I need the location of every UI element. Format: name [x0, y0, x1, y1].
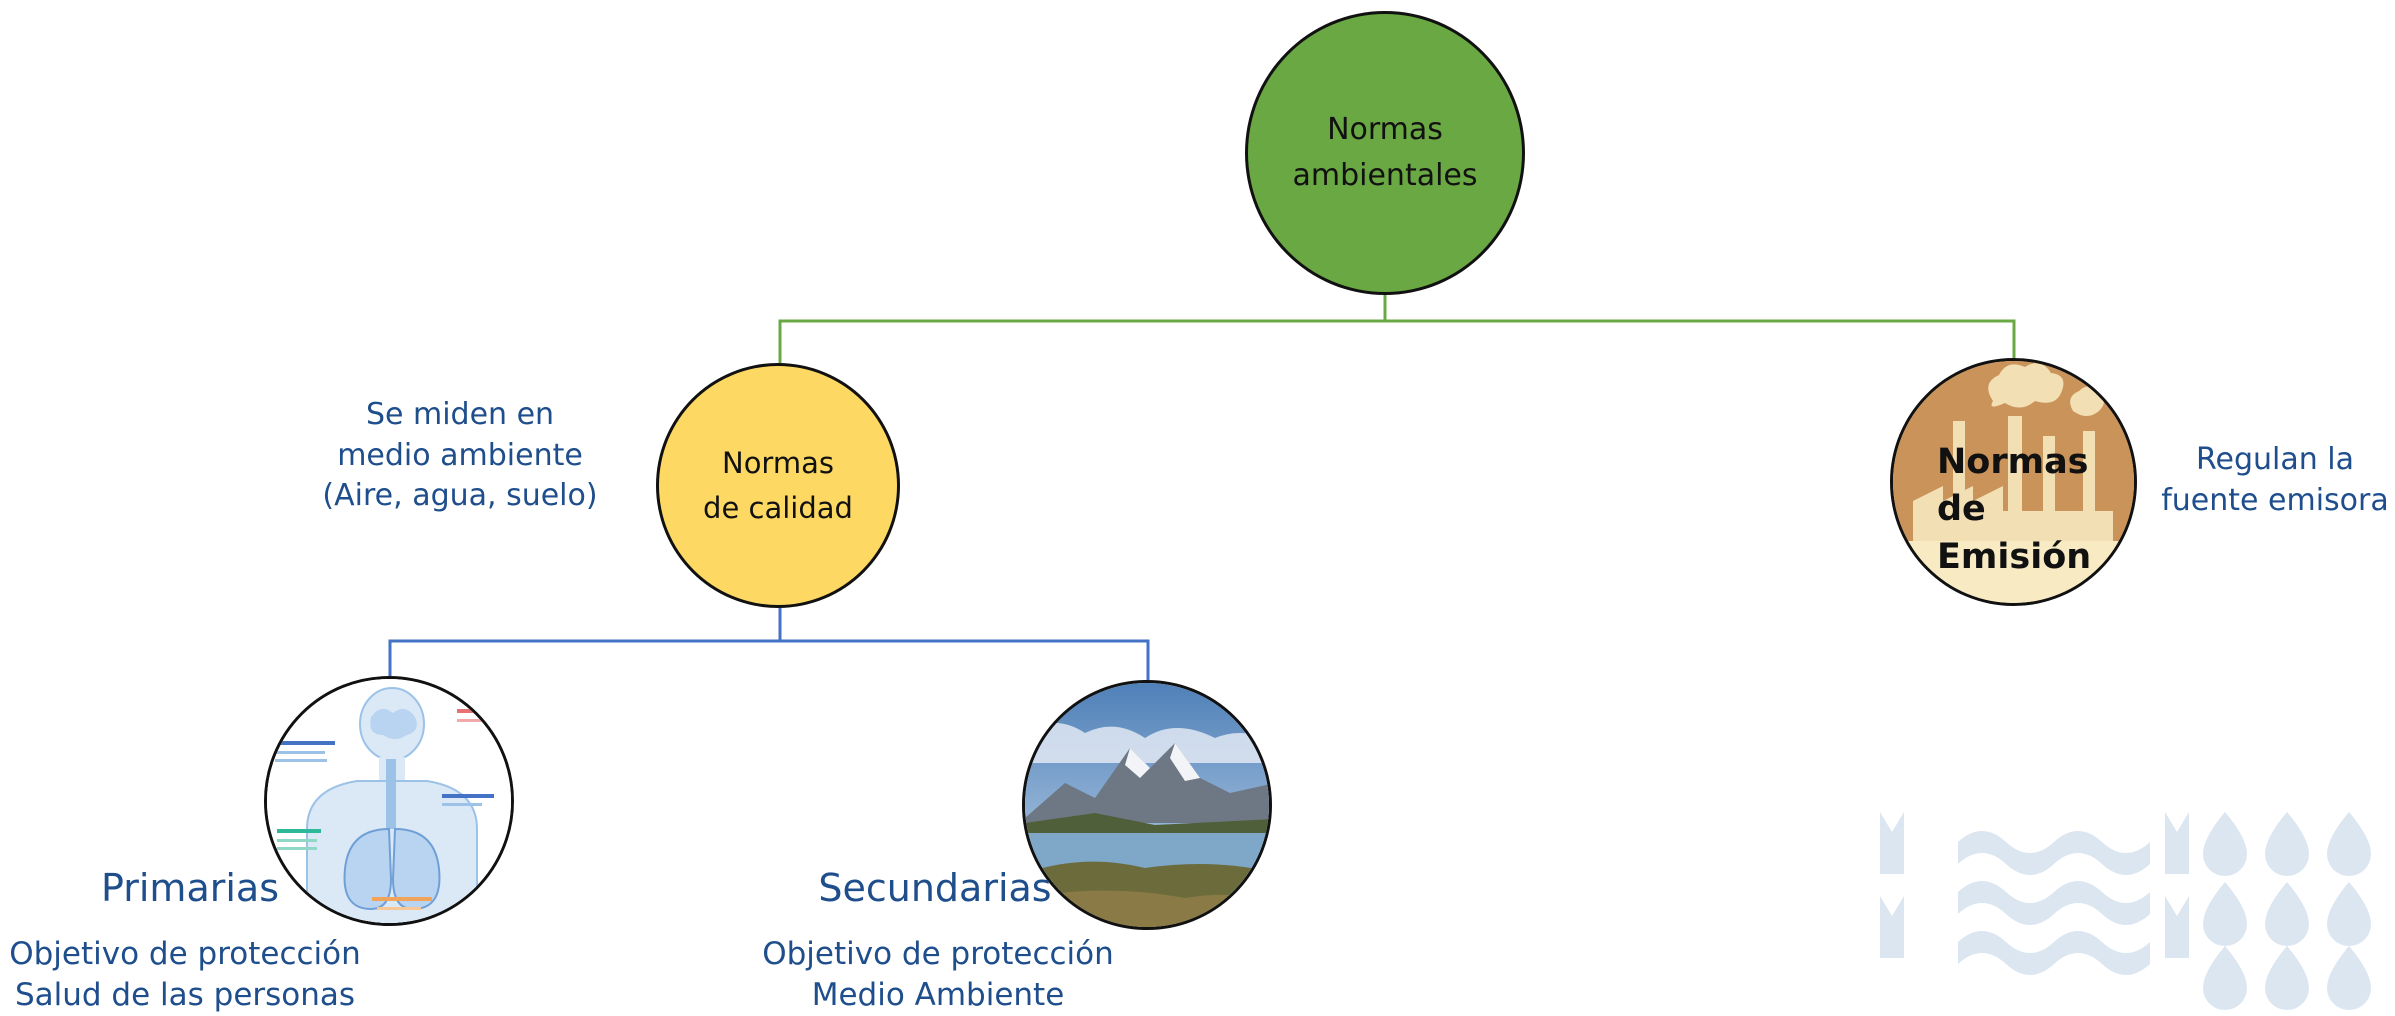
secundarias-title: Secundarias — [818, 866, 1052, 910]
emission-annotation: Regulan la fuente emisora — [2161, 442, 2389, 518]
quality-annotation: Se miden en medio ambiente (Aire, agua, … — [322, 397, 598, 513]
node-label: Normas de calidad — [703, 445, 853, 525]
factory-smokestack-illustration — [1893, 361, 2134, 603]
node-label: Normas ambientales — [1292, 111, 1478, 194]
node-normas-ambientales: Normas ambientales — [1245, 11, 1525, 295]
node-primarias — [264, 676, 514, 926]
primarias-description: Objetivo de protección Salud de las pers… — [9, 936, 361, 1014]
root-connector — [778, 295, 2016, 363]
node-normas-de-calidad: Normas de calidad — [656, 363, 900, 608]
node-label: Normas de Emisión — [1937, 442, 2092, 577]
primarias-title: Primarias — [101, 866, 279, 910]
secundarias-description: Objetivo de protección Medio Ambiente — [762, 936, 1114, 1014]
node-secundarias — [1022, 680, 1272, 930]
human-respiratory-system-illustration — [267, 679, 511, 923]
quality-connector — [388, 608, 1150, 680]
mountain-lake-landscape-photo — [1025, 683, 1269, 927]
node-normas-de-emision: Normas de Emisión — [1890, 358, 2137, 606]
